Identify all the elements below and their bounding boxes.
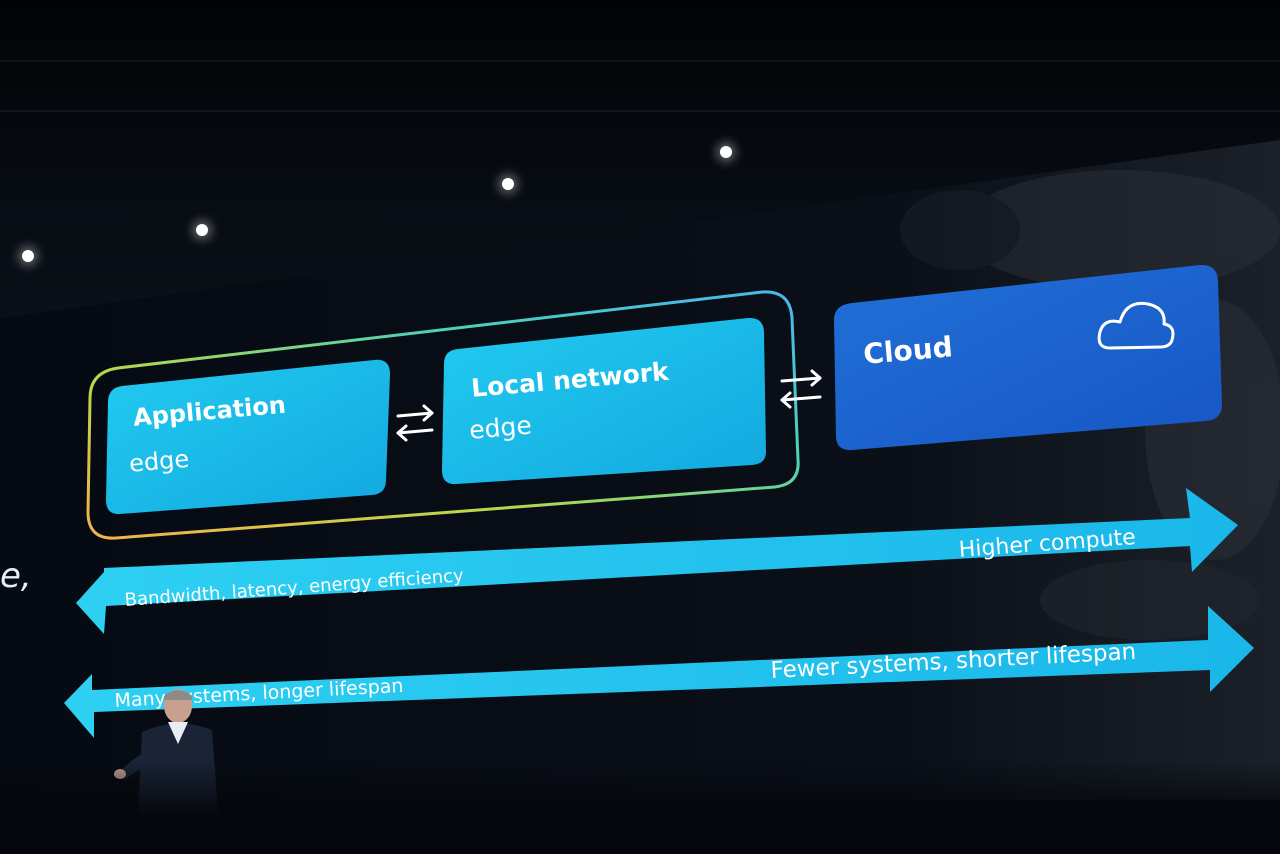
application-edge-subtitle: edge [128, 444, 191, 478]
stage-light [196, 224, 208, 236]
stage-light [502, 178, 514, 190]
truss-beam [0, 60, 1280, 62]
bidirectional-arrow-icon [780, 369, 822, 409]
compute-arrow-band [76, 488, 1238, 634]
cutoff-slide-text: e, [0, 556, 32, 596]
lifespan-arrow-band [64, 606, 1254, 738]
cloud-icon [1097, 301, 1175, 350]
presenter [114, 689, 218, 854]
stage-light [22, 250, 34, 262]
background-photo-blur [900, 170, 1280, 640]
stage-light [720, 146, 732, 158]
local-network-subtitle: edge [468, 410, 533, 445]
local-network-edge-box [442, 317, 766, 485]
bidirectional-arrow-icon [396, 404, 434, 442]
truss-beam [0, 110, 1280, 112]
application-edge-box [106, 359, 390, 515]
edge-group-outline [86, 290, 800, 540]
